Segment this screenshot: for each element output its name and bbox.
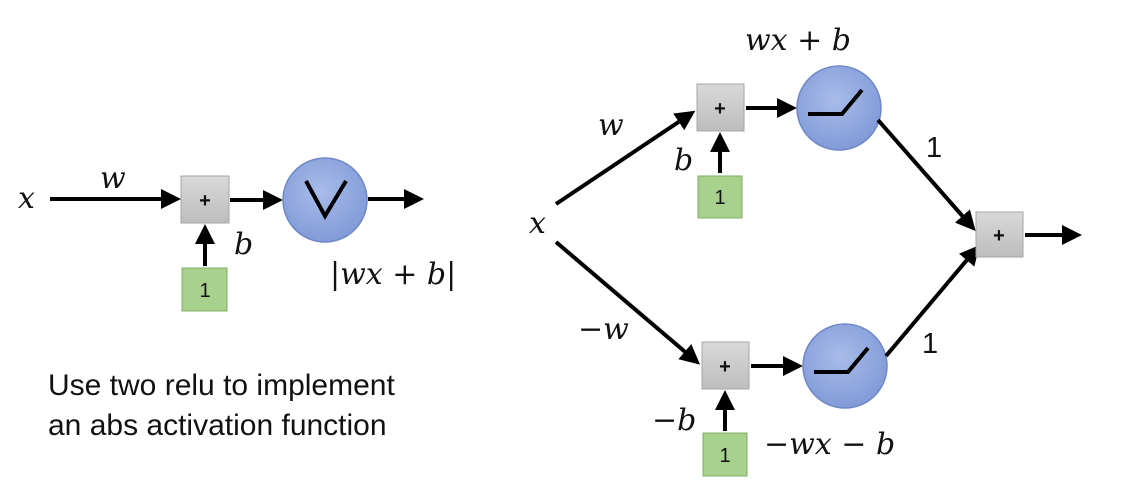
relu-function-icon	[814, 346, 870, 374]
left-weight-label: w	[100, 161, 126, 196]
right-bottom-sum-box	[701, 341, 750, 390]
right-bottom-input-arrow	[554, 240, 701, 365]
left-abs-activation-node	[282, 157, 368, 243]
left-bias-label: b	[234, 227, 253, 262]
right-bottom-weight-label: −w	[578, 312, 629, 347]
right-top-output-label: wx + b	[745, 23, 851, 58]
right-top-relu-node	[796, 65, 882, 151]
right-final-sum-box	[975, 211, 1024, 258]
right-top-weight-label: w	[598, 108, 624, 143]
caption-line-1: Use two relu to implement	[48, 369, 395, 402]
diagram-caption: Use two relu to implement an abs activat…	[48, 366, 518, 446]
right-top-out-weight: 1	[926, 132, 942, 164]
left-sum-symbol: +	[199, 190, 211, 212]
left-network: x w + 1 b |wx + b|	[18, 157, 456, 312]
relu-function-icon	[808, 88, 864, 116]
right-bottom-out-weight: 1	[922, 328, 938, 360]
right-top-sum-symbol: +	[714, 98, 726, 120]
left-const-one: 1	[199, 280, 210, 302]
right-bottom-bias-label: −b	[652, 403, 696, 438]
right-input-label: x	[529, 206, 546, 241]
right-bottom-const-box	[702, 432, 748, 477]
left-const-box	[181, 267, 228, 312]
right-top-const-one: 1	[714, 187, 725, 209]
right-bottom-relu-node	[802, 323, 888, 409]
caption-line-2: an abs activation function	[48, 409, 387, 442]
abs-function-icon	[304, 179, 348, 221]
right-bottom-sum-symbol: +	[719, 356, 731, 378]
right-top-const-box	[697, 175, 743, 219]
right-bottom-const-one: 1	[719, 445, 730, 467]
right-bottom-to-final-arrow	[884, 244, 980, 358]
right-top-to-final-arrow	[876, 118, 976, 232]
right-final-sum-symbol: +	[993, 225, 1005, 247]
left-input-label: x	[18, 181, 35, 216]
right-bottom-output-label: −wx − b	[764, 427, 895, 462]
right-network: x w + 1 b wx + b 1 −w + 1 −b	[529, 23, 1082, 477]
right-top-input-arrow	[554, 110, 696, 206]
left-output-label: |wx + b|	[330, 257, 456, 292]
left-sum-box	[180, 175, 230, 224]
right-top-sum-box	[696, 83, 745, 132]
right-top-bias-label: b	[674, 143, 693, 178]
